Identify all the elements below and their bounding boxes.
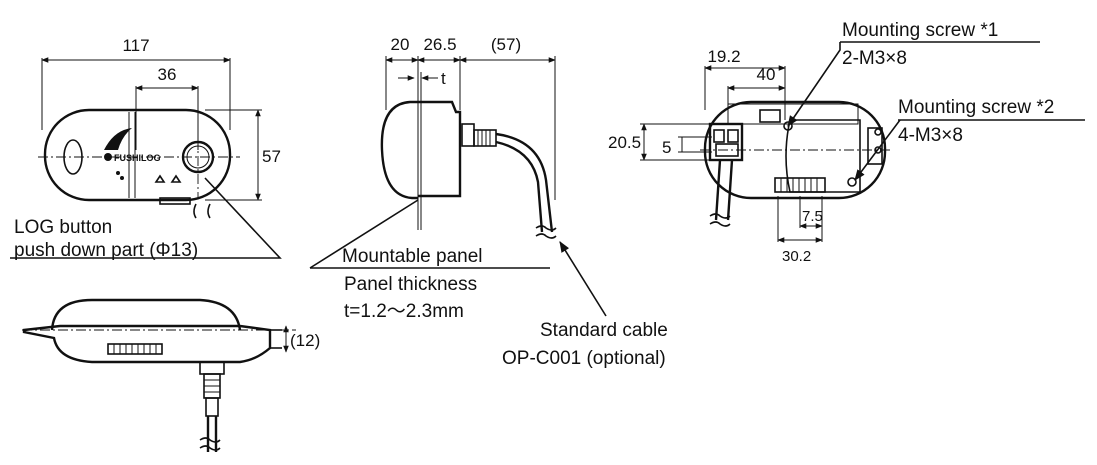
brand-logo-icon xyxy=(104,128,132,150)
dim-t: t xyxy=(441,69,446,88)
thickness-range: t=1.2～2.3mm xyxy=(344,301,464,322)
screw1-spec: 2-M3×8 xyxy=(842,48,907,69)
dim-12: (12) xyxy=(290,331,320,350)
cable-leader xyxy=(559,241,607,317)
panel-leader xyxy=(309,199,419,269)
device-body-bottom xyxy=(50,298,242,331)
front-view: FUSHILOG 117 36 57 LOG button push down … xyxy=(10,36,282,261)
dim-117: 117 xyxy=(122,36,149,55)
cable-label: Standard cable xyxy=(540,320,668,341)
screw2-title: Mounting screw *2 xyxy=(898,97,1054,118)
rear-view: 19.2 40 20.5 5 7.5 30.2 Mounting screw *… xyxy=(608,20,1085,265)
dim-26-5: 26.5 xyxy=(423,35,456,54)
screw1-leader xyxy=(787,42,841,127)
dim-40: 40 xyxy=(757,65,776,84)
mountable-panel-label: Mountable panel xyxy=(342,246,483,267)
log-button-label: LOG button xyxy=(14,217,112,238)
terminal-strip xyxy=(774,177,826,193)
vent-slots xyxy=(107,343,163,355)
cable-side xyxy=(495,132,554,233)
screw-hole-2 xyxy=(847,177,857,187)
log-button xyxy=(181,140,215,174)
status-icon xyxy=(170,174,182,183)
device-body-front xyxy=(43,108,232,202)
battery-icon xyxy=(154,174,166,183)
cable-part-number: OP-C001 (optional) xyxy=(502,348,666,369)
dim-19-2: 19.2 xyxy=(707,47,740,66)
screw1-title: Mounting screw *1 xyxy=(842,20,998,41)
screw2-spec: 4-M3×8 xyxy=(898,125,963,146)
dim-36: 36 xyxy=(158,65,177,84)
bottom-view: (12) xyxy=(22,298,320,452)
log-button-leader xyxy=(10,177,282,259)
dim-5: 5 xyxy=(662,138,671,157)
side-view: 20 26.5 (57) t Mountable panel Panel thi… xyxy=(309,35,668,369)
dim-20-5: 20.5 xyxy=(608,133,641,152)
logo-text: FUSHILOG xyxy=(114,153,161,163)
dim-57-ref: (57) xyxy=(491,35,521,54)
screw2-leader xyxy=(854,119,901,181)
dim-20: 20 xyxy=(391,35,410,54)
panel-thickness-label: Panel thickness xyxy=(344,274,477,295)
device-body-side xyxy=(380,100,418,200)
logo-dot-icon xyxy=(104,153,112,161)
dim-30-2: 30.2 xyxy=(782,248,811,265)
dim-7-5: 7.5 xyxy=(802,208,823,225)
dim-57: 57 xyxy=(262,147,281,166)
push-down-label: push down part (Φ13) xyxy=(14,240,198,261)
